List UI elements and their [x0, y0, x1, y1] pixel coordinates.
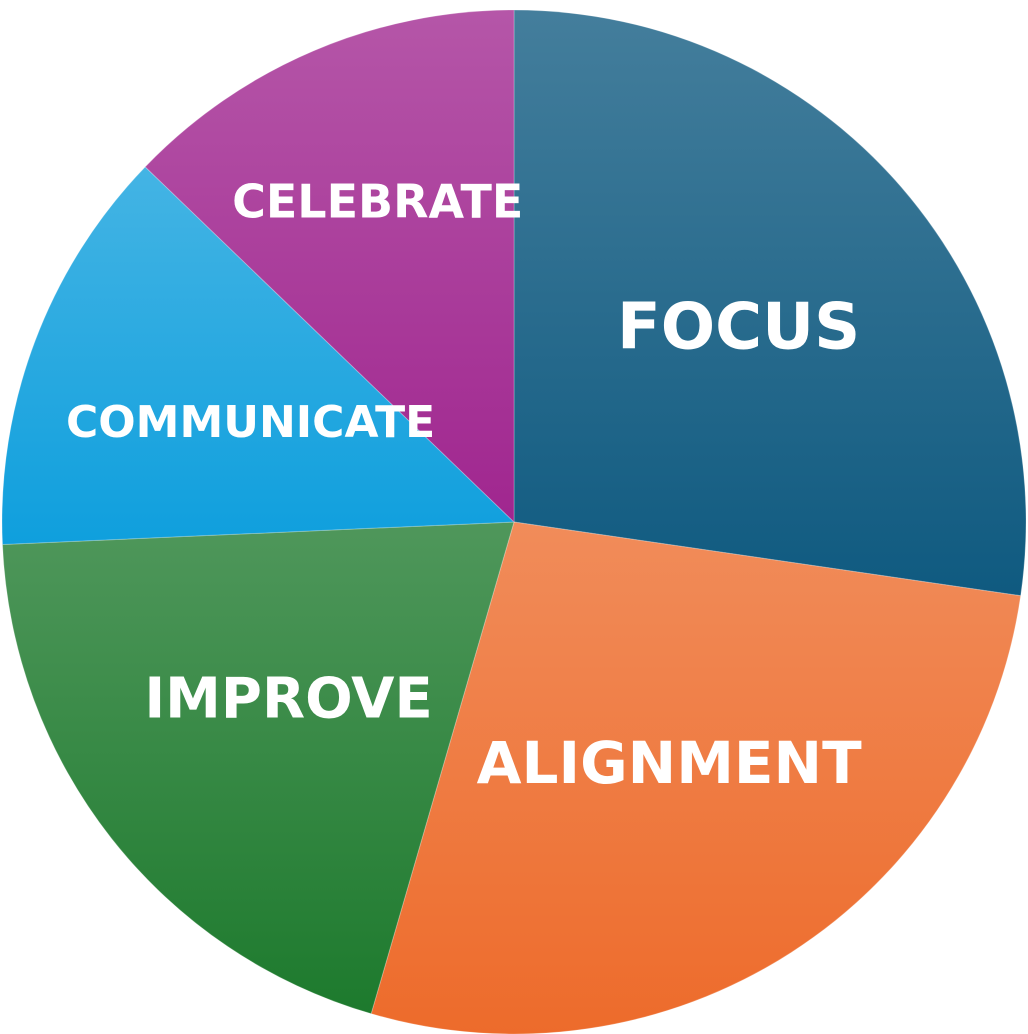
pie-slice-focus — [513, 9, 1027, 597]
pie-slices — [1, 9, 1027, 1034]
pie-slice-communicate — [1, 166, 516, 546]
pie-labels: FOCUS ALIGNMENT IMPROVE COMMUNICATE CELEBRAT… — [66, 175, 862, 798]
pie-label-alignment: ALIGNMENT — [477, 729, 862, 797]
pie-label-communicate: COMMUNICATE — [66, 397, 435, 448]
pie-slice-celebrate — [144, 9, 515, 524]
pie-label-celebrate: CELEBRATE — [232, 175, 523, 229]
pie-label-focus: FOCUS — [617, 291, 860, 365]
pie-label-improve: IMPROVE — [144, 667, 432, 732]
pie-slice-improve — [1, 521, 515, 1015]
pie-slice-alignment — [370, 521, 1022, 1034]
